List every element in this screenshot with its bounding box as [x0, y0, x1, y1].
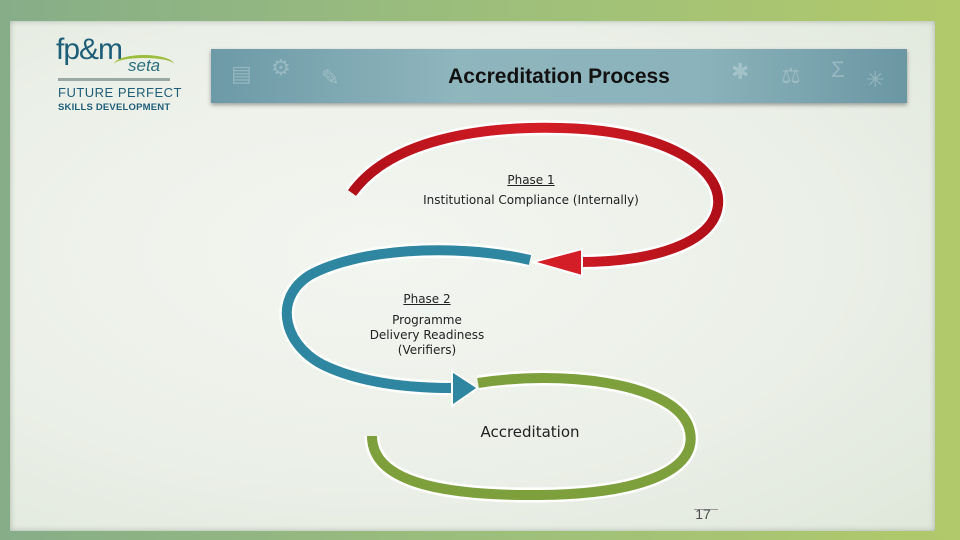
logo-swoosh-icon [114, 55, 174, 74]
page-number: 17 [695, 506, 711, 522]
atom-icon: ✳ [866, 67, 885, 92]
gear-icon: ⚙ [271, 55, 291, 80]
phase1-text: Institutional Compliance (Internally) [423, 193, 639, 207]
logo-line2: SKILLS DEVELOPMENT [58, 102, 171, 113]
phase2-arrow [279, 242, 532, 408]
page-number-rule [694, 509, 718, 510]
scale-icon: ⚖ [781, 63, 801, 88]
phase2-line: (Verifiers) [397, 343, 457, 357]
accreditation-arrow [364, 370, 699, 503]
title-banner: ▤ ⚙ ✎ ✱ ⚖ Σ ✳ Accreditation Process [211, 49, 907, 103]
lightbulb-icon: ✱ [731, 59, 750, 84]
logo-line1: FUTURE PERFECT [58, 85, 182, 100]
fpm-seta-logo: fp&m seta FUTURE PERFECT SKILLS DEVELOPM… [52, 33, 182, 118]
slide-panel [10, 21, 935, 531]
phase2-text: Programme Delivery Readiness (Verifiers) [360, 313, 494, 358]
phase1-arrow [345, 120, 726, 278]
phase2-heading: Phase 2 [403, 292, 451, 306]
page-title: Accreditation Process [448, 65, 670, 88]
phase2-line: Delivery Readiness [369, 328, 485, 342]
sigma-icon: Σ [831, 57, 845, 82]
logo-seta: seta [128, 56, 161, 75]
accreditation-label: Accreditation [480, 423, 580, 441]
pencil-icon: ✎ [321, 65, 340, 90]
logo-tagline-bar [58, 78, 170, 81]
phase2-line: Programme [392, 313, 462, 327]
logo-brand: fp&m [56, 33, 123, 66]
book-icon: ▤ [231, 61, 252, 86]
phase1-heading: Phase 1 [507, 173, 555, 187]
